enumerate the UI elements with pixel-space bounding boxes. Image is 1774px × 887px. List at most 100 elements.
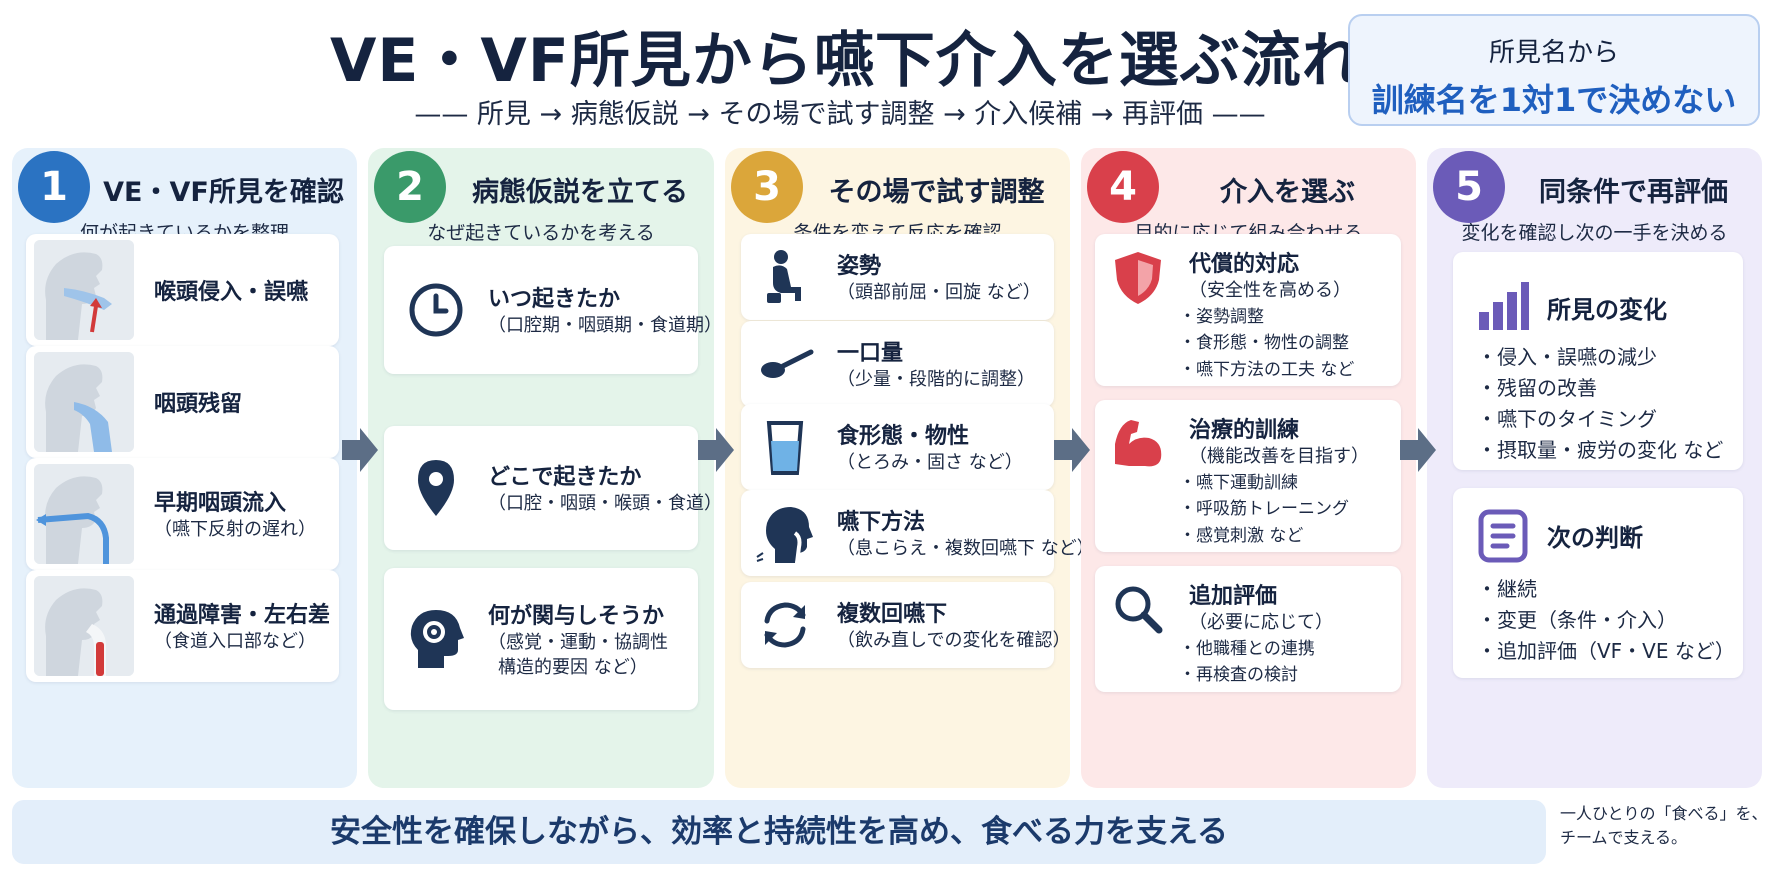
- posture-icon: [755, 247, 815, 307]
- intervention-bullet: ・感覚刺激 など: [1179, 525, 1304, 546]
- hypothesis-card-factors: 何が関与しそうか （感覚・運動・協調性 構造的要因 など）: [384, 568, 698, 710]
- step-3-title: その場で試す調整: [828, 177, 1045, 208]
- hypothesis-title: 何が関与しそうか: [488, 603, 665, 629]
- step-5-column: 5 同条件で再評価 変化を確認し次の一手を決める 所見の変化 ・侵入・誤嚥の減少…: [1427, 148, 1762, 788]
- adjust-card-posture: 姿勢 （頭部前屈・回旋 など）: [741, 234, 1054, 320]
- step-4-title: 介入を選ぶ: [1220, 177, 1355, 208]
- glass-icon: [755, 417, 815, 477]
- step-3-column: 3 その場で試す調整 条件を変えて反応を確認 姿勢 （頭部前屈・回旋 など） 一…: [725, 148, 1095, 788]
- step-1-title: VE・VF所見を確認: [103, 177, 344, 208]
- adjust-sub: （頭部前屈・回旋 など）: [837, 282, 1041, 304]
- adjust-title: 一口量: [837, 341, 904, 367]
- step-2-title: 病態仮説を立てる: [472, 177, 688, 208]
- finding-card-residue: 咽頭残留: [26, 346, 339, 458]
- intervention-bullet: ・姿勢調整: [1179, 307, 1264, 327]
- throat-spillage-icon: [34, 464, 134, 564]
- finding-title: 咽頭残留: [154, 392, 243, 417]
- team-motto-line1: 一人ひとりの「食べる」を、: [1560, 804, 1768, 823]
- finding-sub: （食道入口部など）: [154, 631, 316, 653]
- step-5-subtitle: 変化を確認し次の一手を決める: [1461, 222, 1728, 244]
- step-2-number: 2: [374, 151, 446, 223]
- page-title: VE・VF所見から嚥下介入を選ぶ流れ: [330, 26, 1363, 96]
- team-motto-line2: チームで支える。: [1560, 828, 1688, 847]
- adjust-card-texture: 食形態・物性 （とろみ・固さ など）: [741, 404, 1054, 490]
- intervention-bullet: ・再検査の検討: [1179, 665, 1298, 686]
- step-1-column: 1 VE・VF所見を確認 何が起きているかを整理 喉頭侵入・誤嚥 咽頭残留: [12, 148, 357, 788]
- hypothesis-sub: （口腔・咽頭・喉頭・食道）: [488, 493, 722, 515]
- step-1-number: 1: [18, 151, 90, 223]
- reeval-card-changes: 所見の変化 ・侵入・誤嚥の減少 ・残留の改善 ・嚥下のタイミング ・摂取量・疲労…: [1453, 252, 1743, 470]
- muscle-icon: [1109, 414, 1167, 472]
- adjust-sub: （息こらえ・複数回嚥下 など）: [837, 538, 1095, 560]
- reeval-card-next-decision: 次の判断 ・継続 ・変更（条件・介入） ・追加評価（VF・VE など）: [1453, 488, 1743, 678]
- intervention-card-additional: 追加評価 （必要に応じて） ・他職種との連携 ・再検査の検討: [1095, 566, 1401, 692]
- reeval-bullet: ・追加評価（VF・VE など）: [1477, 639, 1735, 663]
- intervention-sub: （安全性を高める）: [1189, 280, 1351, 301]
- hypothesis-sub: （感覚・運動・協調性: [488, 631, 668, 653]
- intervention-card-compensatory: 代償的対応 （安全性を高める） ・姿勢調整 ・食形態・物性の調整 ・嚥下方法の工…: [1095, 234, 1401, 386]
- esophagus-obstruction-icon: [34, 576, 134, 676]
- finding-sub: （嚥下反射の遅れ）: [154, 519, 316, 541]
- intervention-title: 追加評価: [1189, 584, 1278, 609]
- callout-line1: 所見名から: [1488, 38, 1619, 68]
- finding-title: 喉頭侵入・誤嚥: [154, 280, 309, 305]
- step-3-number: 3: [731, 151, 803, 223]
- reeval-bullet: ・継続: [1477, 577, 1537, 601]
- hypothesis-sub: （口腔期・咽頭期・食道期）: [488, 315, 722, 337]
- step-5-title: 同条件で再評価: [1539, 177, 1728, 208]
- callout-box: 所見名から 訓練名を1対1で決めない: [1348, 14, 1760, 126]
- repeat-icon: [755, 595, 815, 655]
- step-5-number: 5: [1433, 151, 1505, 223]
- adjust-title: 複数回嚥下: [837, 602, 948, 628]
- step-2-subtitle: なぜ起きているかを考える: [427, 222, 655, 244]
- flow-arrow-icon: [1054, 428, 1090, 472]
- location-pin-icon: [404, 456, 468, 520]
- flow-arrow-icon: [698, 428, 734, 472]
- intervention-bullet: ・嚥下方法の工夫 など: [1179, 359, 1355, 380]
- callout-line2: 訓練名を1対1で決めない: [1371, 81, 1737, 119]
- spoon-icon: [755, 334, 815, 394]
- adjust-card-swallow-method: 嚥下方法 （息こらえ・複数回嚥下 など）: [741, 490, 1095, 576]
- reeval-bullet: ・侵入・誤嚥の減少: [1477, 345, 1657, 369]
- intervention-sub: （必要に応じて）: [1189, 612, 1333, 633]
- finding-card-premature-spillage: 早期咽頭流入 （嚥下反射の遅れ）: [26, 458, 339, 570]
- adjust-title: 食形態・物性: [837, 424, 970, 450]
- finding-card-obstruction: 通過障害・左右差 （食道入口部など）: [26, 570, 339, 682]
- hypothesis-card-when: いつ起きたか （口腔期・咽頭期・食道期）: [384, 246, 722, 374]
- checklist-icon: [1475, 508, 1531, 564]
- reeval-bullet: ・嚥下のタイミング: [1477, 407, 1657, 431]
- hypothesis-title: いつ起きたか: [488, 287, 621, 313]
- intervention-title: 代償的対応: [1189, 252, 1300, 277]
- reeval-bullet: ・残留の改善: [1477, 376, 1597, 400]
- intervention-card-therapeutic: 治療的訓練 （機能改善を目指す） ・嚥下運動訓練 ・呼吸筋トレーニング ・感覚刺…: [1095, 400, 1401, 552]
- shield-icon: [1109, 248, 1167, 306]
- head-gear-icon: [404, 606, 468, 670]
- adjust-title: 嚥下方法: [837, 510, 926, 536]
- flow-arrow-icon: [1400, 428, 1436, 472]
- intervention-title: 治療的訓練: [1189, 418, 1300, 443]
- flow-subtitle: —— 所見 → 病態仮説 → その場で試す調整 → 介入候補 → 再評価 ——: [414, 99, 1266, 130]
- search-icon: [1109, 580, 1167, 638]
- intervention-sub: （機能改善を目指す）: [1189, 446, 1369, 467]
- clock-icon: [404, 278, 468, 342]
- throat-aspiration-icon: [34, 240, 134, 340]
- reeval-bullet: ・変更（条件・介入）: [1477, 608, 1677, 632]
- reeval-bullet: ・摂取量・疲労の変化 など: [1477, 438, 1724, 462]
- finding-title: 通過障害・左右差: [154, 603, 331, 629]
- finding-card-aspiration: 喉頭侵入・誤嚥: [26, 234, 339, 346]
- intervention-bullet: ・他職種との連携: [1179, 639, 1315, 659]
- adjust-sub: （少量・段階的に調整）: [837, 369, 1035, 391]
- step-2-column: 2 病態仮説を立てる なぜ起きているかを考える いつ起きたか （口腔期・咽頭期・…: [368, 148, 722, 788]
- bar-chart-icon: [1475, 278, 1531, 334]
- bottom-banner: 安全性を確保しながら、効率と持続性を高め、食べる力を支える: [12, 800, 1546, 864]
- adjust-card-multiple-swallow: 複数回嚥下 （飲み直しでの変化を確認）: [741, 582, 1071, 668]
- adjust-sub: （飲み直しでの変化を確認）: [837, 630, 1071, 652]
- reeval-title: 次の判断: [1547, 524, 1643, 552]
- step-4-number: 4: [1087, 151, 1159, 223]
- intervention-bullet: ・嚥下運動訓練: [1179, 473, 1298, 493]
- adjust-card-bolus: 一口量 （少量・段階的に調整）: [741, 321, 1054, 407]
- finding-title: 早期咽頭流入: [154, 491, 287, 517]
- team-motto: 一人ひとりの「食べる」を、 チームで支える。: [1560, 802, 1768, 850]
- flow-arrow-icon: [342, 428, 378, 472]
- step-4-column: 4 介入を選ぶ 目的に応じて組み合わせる 代償的対応 （安全性を高める） ・姿勢…: [1081, 148, 1416, 788]
